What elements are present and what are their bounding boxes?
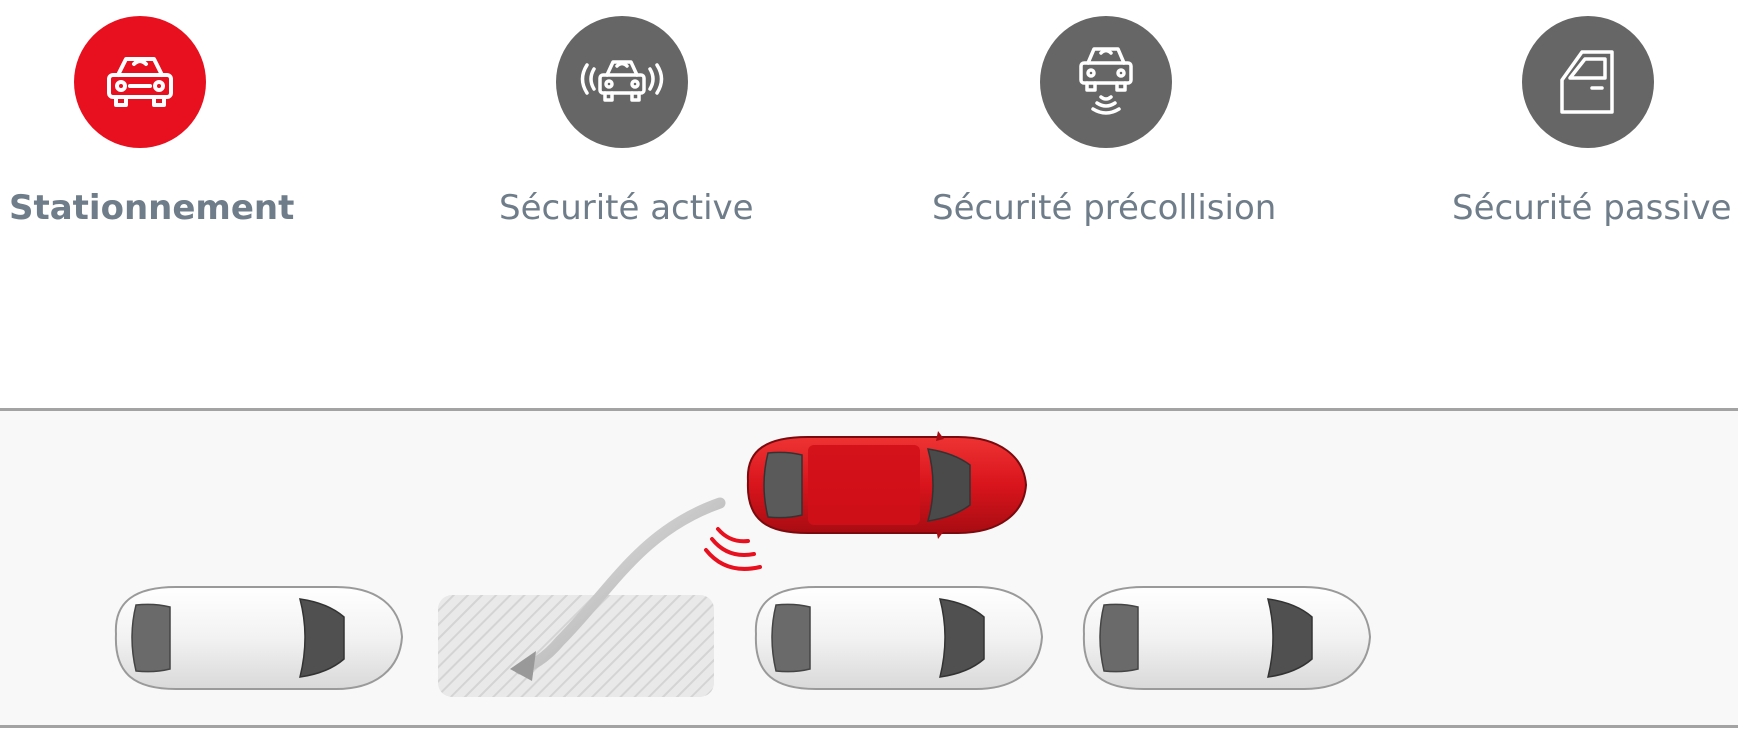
tab-label: Sécurité active bbox=[499, 188, 754, 228]
tab-label: Sécurité précollision bbox=[932, 188, 1277, 228]
tab-securite-precollision[interactable]: Sécurité précollision bbox=[920, 0, 1280, 250]
parked-car-2 bbox=[754, 586, 1044, 690]
parking-illustration bbox=[0, 408, 1738, 728]
parking-car-icon bbox=[74, 16, 206, 148]
parked-car-3 bbox=[1082, 586, 1372, 690]
parked-car-1 bbox=[114, 586, 404, 690]
empty-parking-slot bbox=[438, 595, 714, 697]
sensor-waves-icon bbox=[704, 527, 762, 571]
parking-trajectory-arrow bbox=[510, 497, 726, 681]
car-door-icon bbox=[1522, 16, 1654, 148]
car-front-radar-icon bbox=[1040, 16, 1172, 148]
tab-label: Stationnement bbox=[9, 188, 295, 228]
red-car bbox=[746, 431, 1028, 539]
tab-label: Sécurité passive bbox=[1452, 188, 1732, 228]
tab-securite-active[interactable]: Sécurité active bbox=[480, 0, 770, 250]
car-sensor-waves-icon bbox=[556, 16, 688, 148]
parking-scene-graphic bbox=[114, 431, 1372, 697]
tab-securite-passive[interactable]: Sécurité passive bbox=[1440, 0, 1738, 250]
feature-tab-bar: Stationnement Sécurité act bbox=[0, 0, 1738, 260]
tab-stationnement[interactable]: Stationnement bbox=[0, 0, 294, 250]
